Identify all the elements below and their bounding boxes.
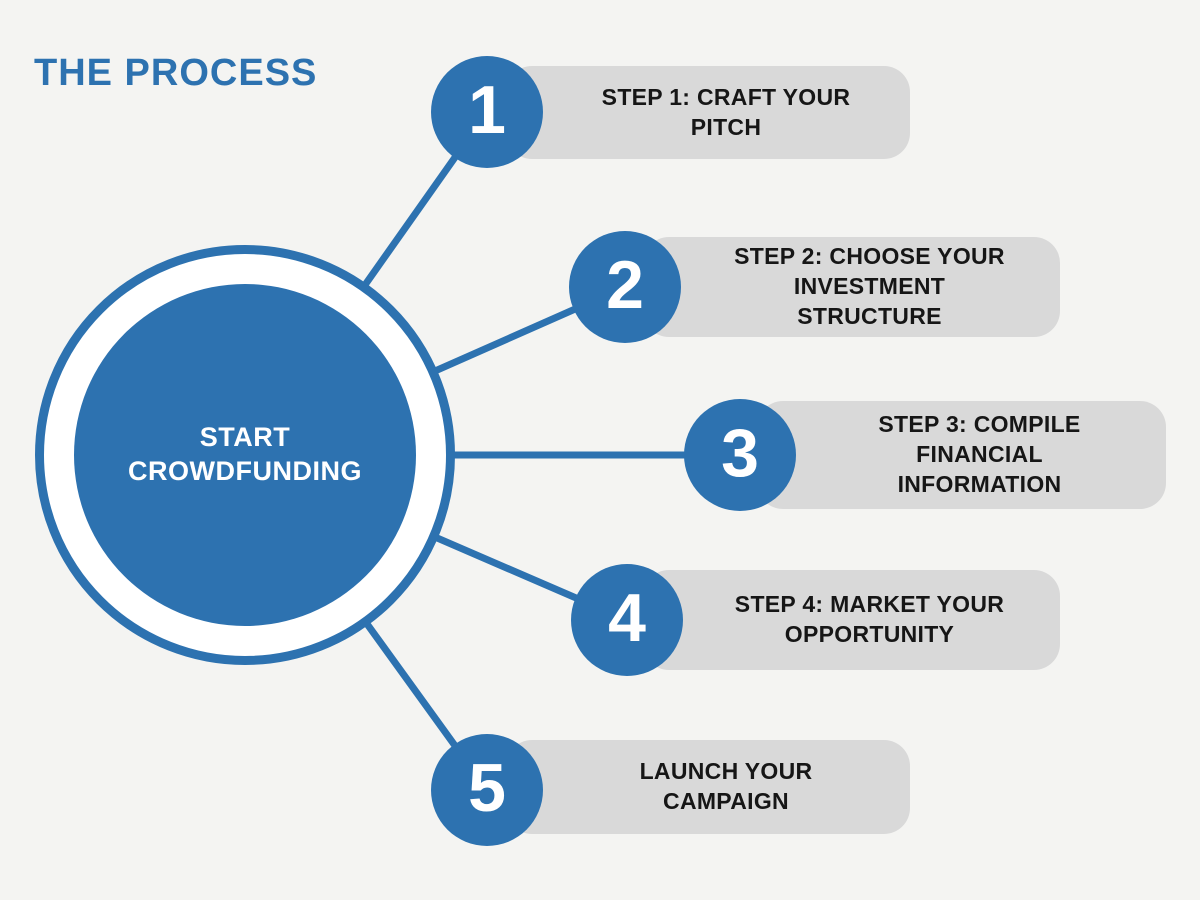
step-circle-2: 2 xyxy=(569,231,681,343)
step-pill-3: STEP 3: COMPILE FINANCIAL INFORMATION xyxy=(757,401,1166,509)
step-pill-2: STEP 2: CHOOSE YOUR INVESTMENT STRUCTURE xyxy=(643,237,1060,337)
step-number-2: 2 xyxy=(606,247,644,323)
step-circle-5: 5 xyxy=(431,734,543,846)
step-label-3: STEP 3: COMPILE FINANCIAL INFORMATION xyxy=(878,411,1081,497)
hub-circle: START CROWDFUNDING xyxy=(35,245,455,665)
step-pill-1: STEP 1: CRAFT YOUR PITCH xyxy=(506,66,910,159)
step-circle-3: 3 xyxy=(684,399,796,511)
step-number-1: 1 xyxy=(468,72,506,148)
step-number-3: 3 xyxy=(721,415,759,491)
page-title: THE PROCESS xyxy=(34,52,318,94)
step-circle-4: 4 xyxy=(571,564,683,676)
step-pill-4: STEP 4: MARKET YOUR OPPORTUNITY xyxy=(643,570,1060,670)
hub-inner-circle: START CROWDFUNDING xyxy=(74,284,416,626)
step-label-1: STEP 1: CRAFT YOUR PITCH xyxy=(601,83,851,140)
step-label-4: STEP 4: MARKET YOUR OPPORTUNITY xyxy=(734,591,1005,647)
step-number-5: 5 xyxy=(468,750,506,826)
step-label-5: LAUNCH YOUR CAMPAIGN xyxy=(639,758,813,814)
hub-label: START CROWDFUNDING xyxy=(128,422,362,486)
step-circle-1: 1 xyxy=(431,56,543,168)
step-label-2: STEP 2: CHOOSE YOUR INVESTMENT STRUCTURE xyxy=(734,243,1005,329)
step-number-4: 4 xyxy=(608,580,646,656)
step-pill-5: LAUNCH YOUR CAMPAIGN xyxy=(506,740,910,834)
